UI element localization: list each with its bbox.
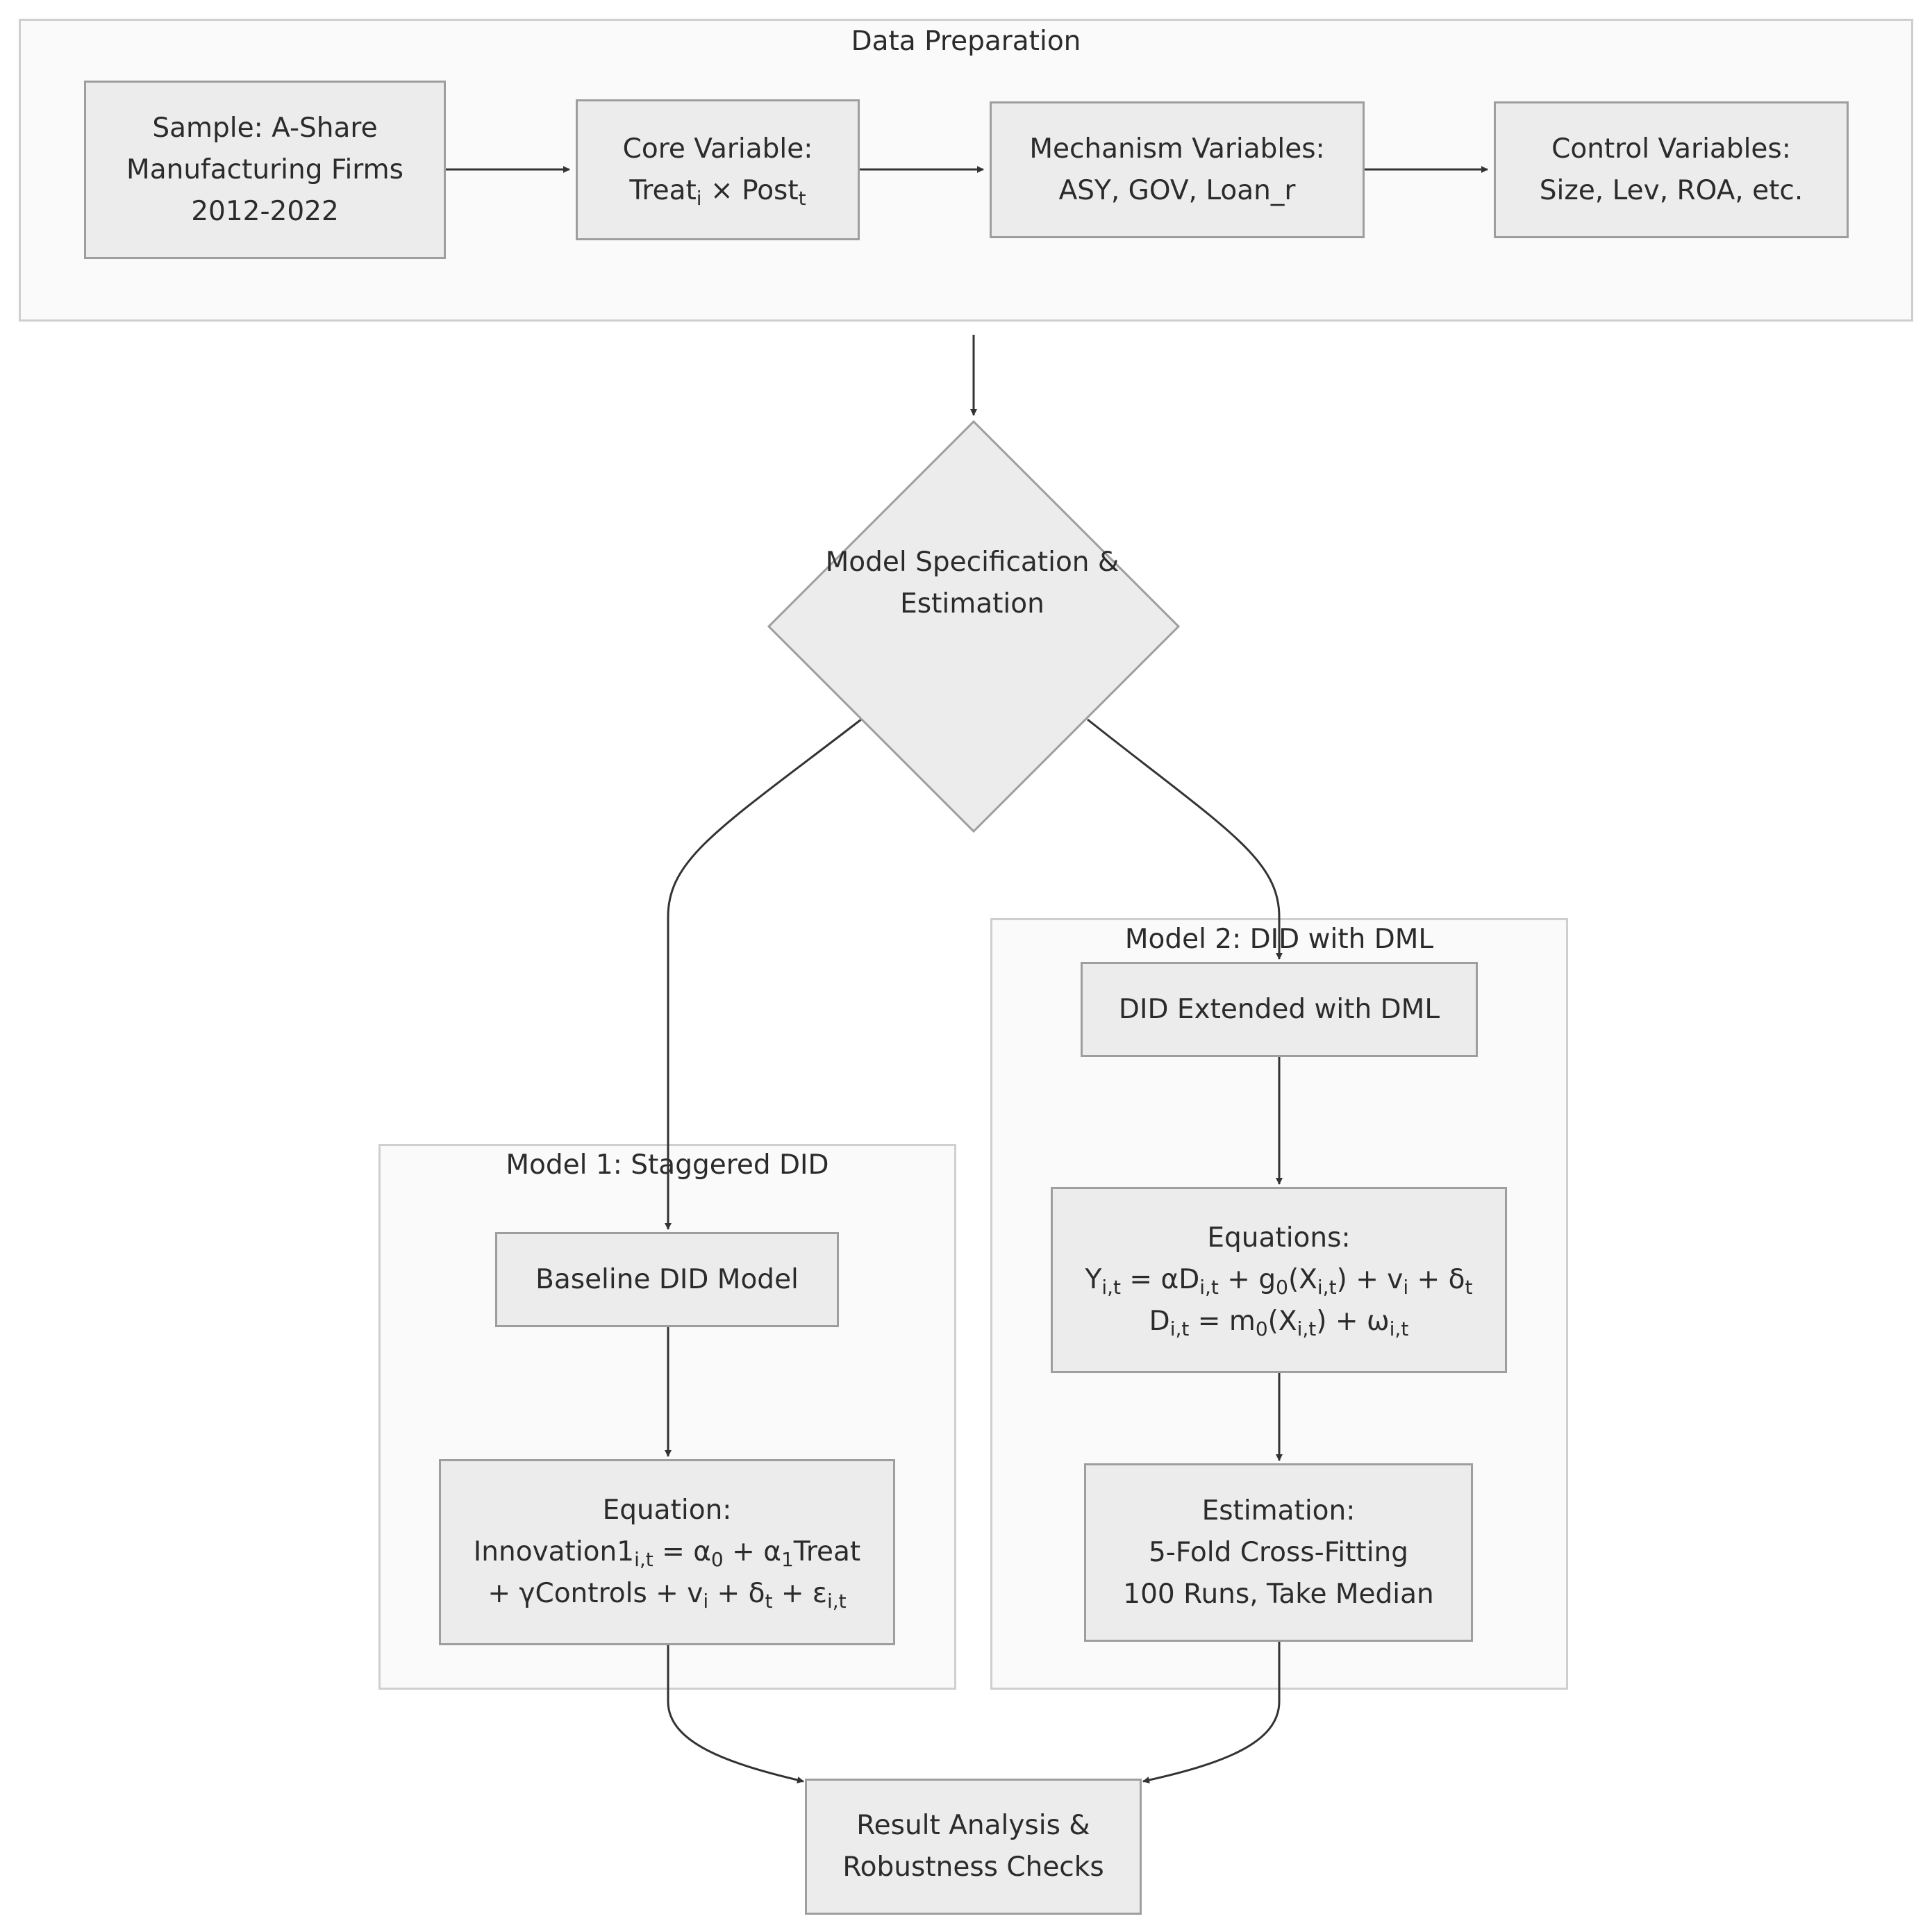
eq-delta-text: + δ bbox=[1408, 1264, 1465, 1295]
baseline-did-node: Baseline DID Model bbox=[495, 1232, 839, 1327]
eq-x2-sub: i,t bbox=[1297, 1317, 1317, 1340]
core-variable-formula: Treati × Postt bbox=[629, 170, 806, 212]
eq-controls-text: + γControls + v bbox=[488, 1578, 703, 1609]
did-equation-node: Equation: Innovation1i,t = α0 + α1Treat … bbox=[439, 1459, 895, 1645]
eq-d-sub: i,t bbox=[1169, 1317, 1190, 1340]
eq-delta-t-text: + δ bbox=[708, 1578, 765, 1609]
eq-alpha1-text: + α bbox=[723, 1536, 781, 1567]
decision-line1: Model Specification & bbox=[825, 547, 1119, 578]
eq-m-text: = m bbox=[1189, 1306, 1256, 1337]
eq-alpha-d-sub: i,t bbox=[1199, 1276, 1219, 1299]
treat-text: Treat bbox=[629, 174, 697, 206]
eq-alpha0-sub: 0 bbox=[710, 1548, 724, 1571]
core-variable-line1: Core Variable: bbox=[622, 133, 813, 165]
eq-g-text: + g bbox=[1218, 1264, 1276, 1295]
estimation-line2: 5-Fold Cross-Fitting bbox=[1148, 1536, 1409, 1568]
model2-title: Model 2: DID with DML bbox=[1124, 924, 1434, 955]
eq-innovation-text: Innovation1 bbox=[473, 1536, 635, 1567]
core-variable-node: Core Variable: Treati × Postt bbox=[576, 99, 860, 240]
eq-v-text: ) + v bbox=[1336, 1264, 1404, 1295]
mechanism-line1: Mechanism Variables: bbox=[1029, 133, 1325, 165]
dml-equations-title: Equations: bbox=[1207, 1222, 1351, 1254]
times-symbol: × bbox=[701, 174, 742, 206]
treat-subscript: i bbox=[696, 186, 702, 210]
eq-alpha0-text: = α bbox=[653, 1536, 711, 1567]
eq-x-text: (X bbox=[1288, 1264, 1317, 1295]
eq-y-text: Y bbox=[1085, 1264, 1102, 1295]
eq-y-sub: i,t bbox=[1101, 1276, 1122, 1299]
eq-alpha-d-text: = αD bbox=[1121, 1264, 1200, 1295]
dml-equation-d: Di,t = m0(Xi,t) + ωi,t bbox=[1149, 1301, 1409, 1342]
result-node: Result Analysis & Robustness Checks bbox=[805, 1779, 1142, 1915]
estimation-line3: 100 Runs, Take Median bbox=[1123, 1578, 1434, 1610]
eq-d-text: D bbox=[1149, 1306, 1170, 1337]
result-line2: Robustness Checks bbox=[842, 1852, 1104, 1883]
eq-omega-text: ) + ω bbox=[1316, 1306, 1390, 1337]
control-line1: Control Variables: bbox=[1551, 133, 1791, 165]
result-line1: Result Analysis & bbox=[856, 1810, 1090, 1841]
model1-title: Model 1: Staggered DID bbox=[506, 1149, 829, 1181]
eq-delta-t-sub: t bbox=[765, 1590, 773, 1613]
eq-omega-sub: i,t bbox=[1389, 1317, 1409, 1340]
eq-epsilon-sub: i,t bbox=[827, 1590, 847, 1613]
eq-x2-text: (X bbox=[1267, 1306, 1297, 1337]
did-extended-node: DID Extended with DML bbox=[1081, 962, 1478, 1057]
eq-m-sub: 0 bbox=[1255, 1317, 1268, 1340]
decision-diamond bbox=[767, 419, 1181, 833]
eq-treat-text: Treat bbox=[793, 1536, 861, 1567]
dml-equations-node: Equations: Yi,t = αDi,t + g0(Xi,t) + vi … bbox=[1051, 1187, 1507, 1373]
eq-controls-sub: i bbox=[703, 1590, 709, 1613]
eq-innovation-sub: i,t bbox=[634, 1548, 653, 1571]
post-text: Post bbox=[742, 174, 799, 206]
decision-line2: Estimation bbox=[900, 588, 1044, 619]
did-equation-line3: + γControls + vi + δt + εi,t bbox=[488, 1573, 846, 1615]
control-line2: Size, Lev, ROA, etc. bbox=[1539, 174, 1804, 206]
eq-g-sub: 0 bbox=[1276, 1276, 1288, 1299]
eq-delta-sub: t bbox=[1465, 1276, 1473, 1299]
sample-line1: Sample: A-Share bbox=[152, 112, 378, 144]
eq-epsilon-text: + ε bbox=[772, 1578, 827, 1609]
estimation-line1: Estimation: bbox=[1201, 1495, 1356, 1526]
sample-line3: 2012-2022 bbox=[191, 195, 339, 227]
sample-node: Sample: A-Share Manufacturing Firms 2012… bbox=[84, 81, 446, 259]
baseline-did-label: Baseline DID Model bbox=[535, 1263, 799, 1295]
control-variables-node: Control Variables: Size, Lev, ROA, etc. bbox=[1494, 101, 1849, 238]
eq-alpha1-sub: 1 bbox=[781, 1548, 794, 1571]
mechanism-variables-node: Mechanism Variables: ASY, GOV, Loan_r bbox=[990, 101, 1365, 238]
did-equation-line2: Innovation1i,t = α0 + α1Treat bbox=[474, 1531, 860, 1573]
data-preparation-title: Data Preparation bbox=[851, 26, 1081, 57]
post-subscript: t bbox=[798, 186, 806, 210]
did-extended-label: DID Extended with DML bbox=[1118, 993, 1440, 1025]
estimation-node: Estimation: 5-Fold Cross-Fitting 100 Run… bbox=[1084, 1463, 1473, 1642]
did-equation-title: Equation: bbox=[602, 1495, 732, 1526]
sample-line2: Manufacturing Firms bbox=[126, 153, 403, 185]
mechanism-line2: ASY, GOV, Loan_r bbox=[1058, 174, 1296, 206]
dml-equation-y: Yi,t = αDi,t + g0(Xi,t) + vi + δt bbox=[1085, 1259, 1473, 1301]
eq-x-sub: i,t bbox=[1317, 1276, 1337, 1299]
decision-label: Model Specification & Estimation bbox=[771, 542, 1174, 625]
eq-v-sub: i bbox=[1403, 1276, 1409, 1299]
